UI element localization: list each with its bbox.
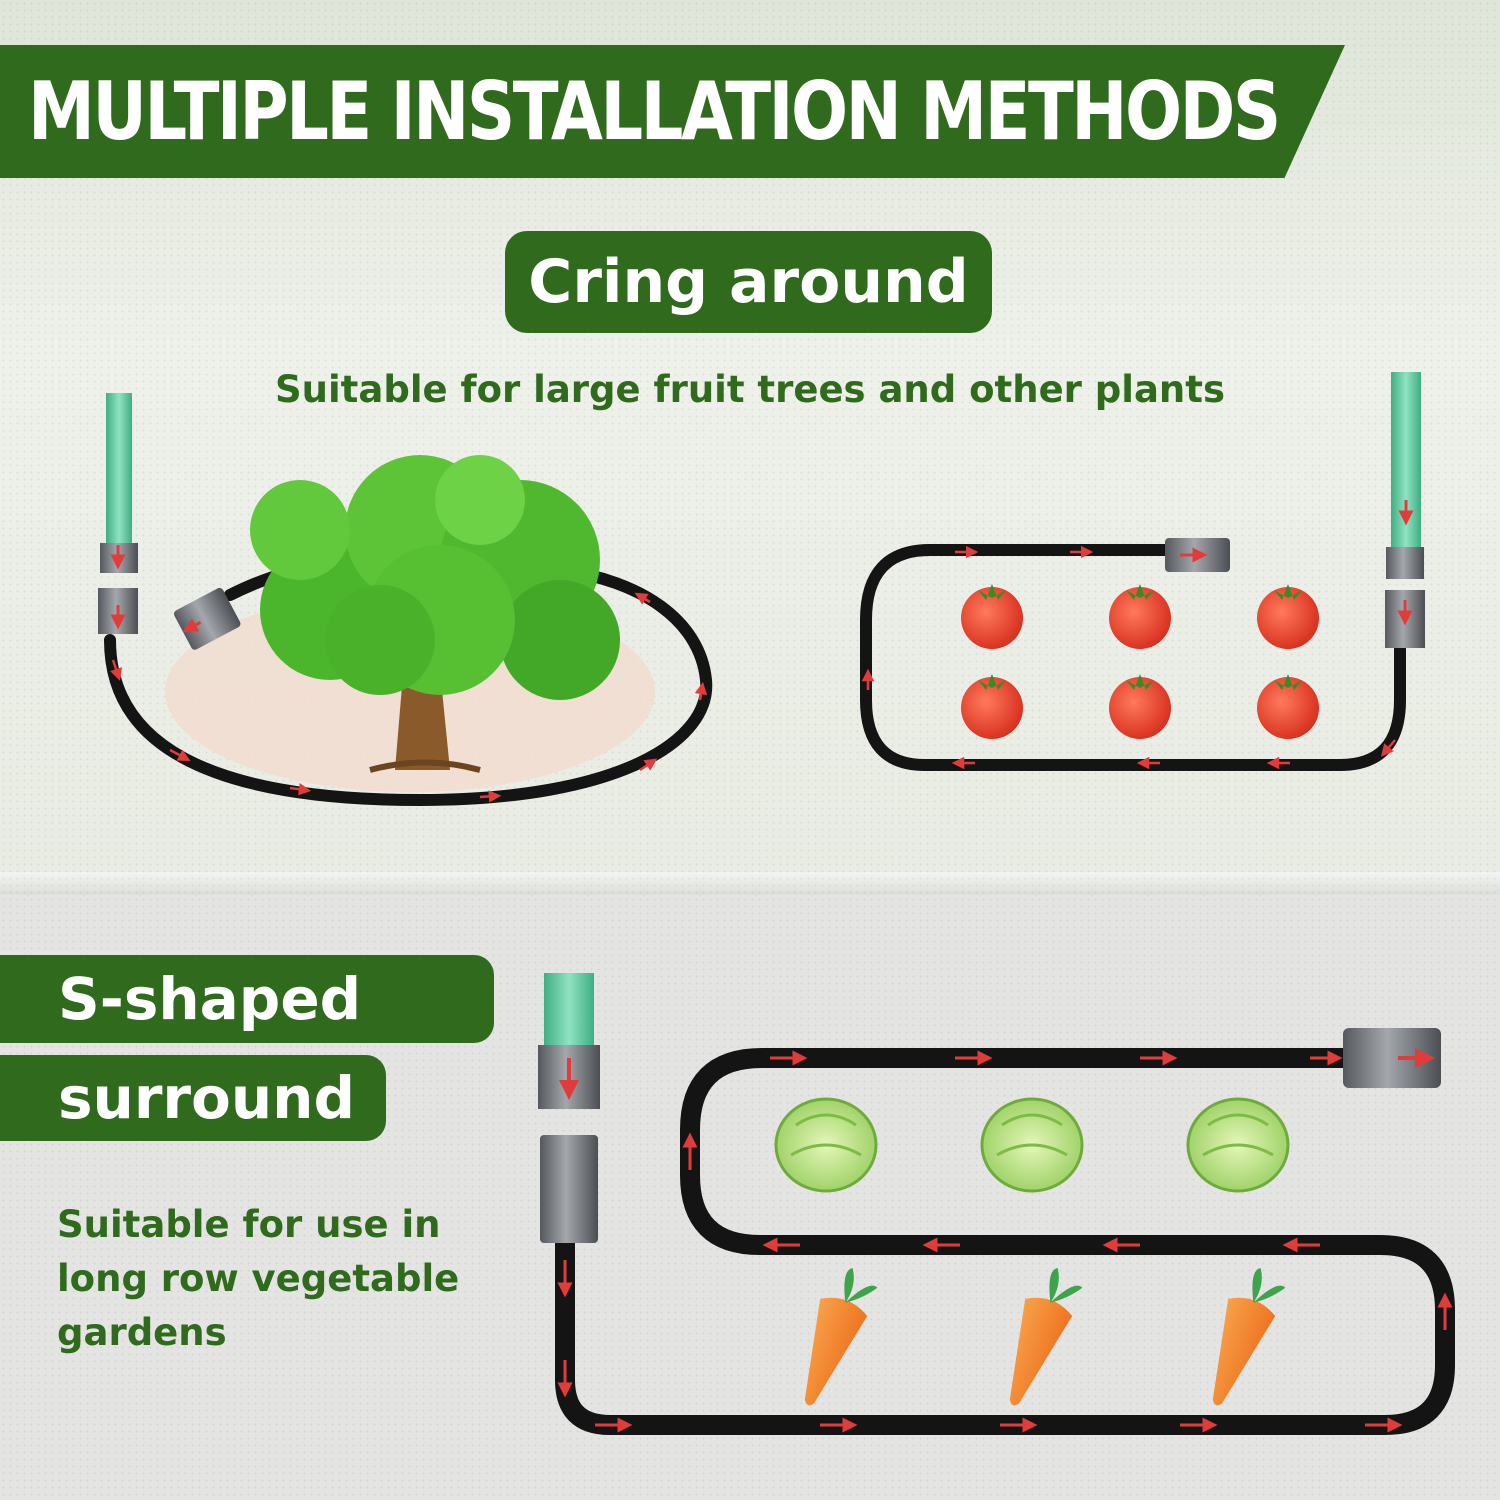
carrot-icon [804, 1268, 1286, 1406]
hose-connector-icon [1165, 538, 1230, 572]
surround-label: surround [0, 1055, 386, 1141]
s-desc-line-1: Suitable for use in [57, 1203, 441, 1246]
faucet-pipe-icon [538, 973, 600, 1243]
s-desc-line-3: gardens [57, 1311, 227, 1354]
hose-connector-icon [1343, 1028, 1441, 1088]
page-title: MULTIPLE INSTALLATION METHODS [28, 65, 1281, 158]
title-banner [0, 45, 1345, 178]
s-desc-line-2: long row vegetable [57, 1257, 460, 1300]
hose-connector-icon [174, 587, 241, 650]
flow-arrow-icon [861, 545, 1396, 770]
tomato-icon [961, 584, 1319, 739]
s-shaped-label: S-shaped [0, 955, 494, 1043]
tree-icon [250, 455, 620, 773]
cring-around-label: Cring around [505, 231, 992, 333]
flow-arrow-icon [110, 592, 708, 803]
cring-around-description: Suitable for large fruit trees and other… [275, 368, 1225, 411]
flow-arrow-icon [557, 1050, 1453, 1433]
faucet-pipe-icon [1385, 372, 1425, 648]
s-shaped-description: Suitable for use in long row vegetable g… [57, 1198, 497, 1360]
cabbage-icon [774, 1097, 1290, 1193]
faucet-pipe-icon [98, 393, 138, 634]
